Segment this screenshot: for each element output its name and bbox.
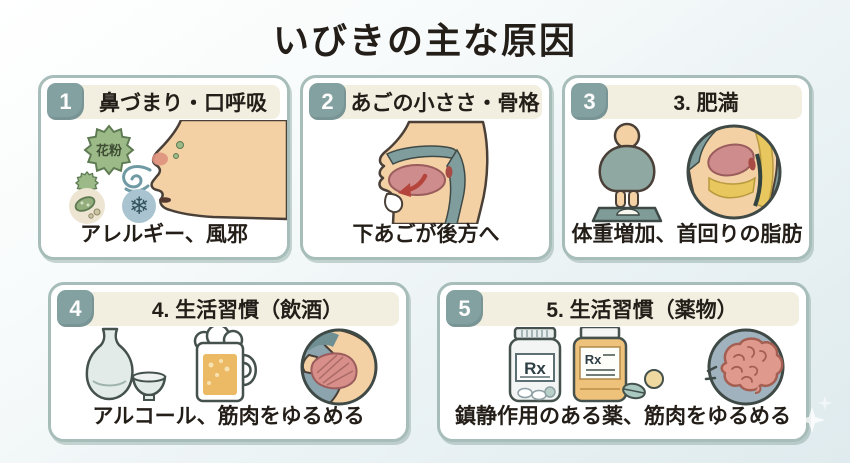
- backward-arrow-icon: [398, 173, 428, 197]
- card1-title: 鼻づまり・口呼吸: [99, 92, 267, 115]
- card2-illustration: [378, 120, 489, 224]
- jaw-cross-section-icon: [378, 120, 489, 224]
- beer-mug-icon: [193, 327, 257, 403]
- card-small-jaw: 2 あごの小ささ・骨格 下あごが後方へ: [300, 75, 552, 260]
- card4-caption: アルコール、筋肉をゆるめる: [92, 405, 365, 428]
- card-obesity: 3 3. 肥満: [562, 75, 812, 260]
- card4-title: 4. 生活習慣（飲酒）: [151, 299, 344, 322]
- pollen-icon: 花粉: [85, 126, 133, 174]
- card4-illustration: [85, 327, 378, 406]
- pill-bottle-icon: Rx: [508, 327, 562, 403]
- card1-header: 1 鼻づまり・口呼吸: [47, 83, 280, 120]
- pollen-label: 花粉: [96, 143, 122, 158]
- neck-fat-cross-section-icon: [686, 124, 782, 220]
- overweight-person-icon: [598, 122, 656, 208]
- card3-title: 3. 肥満: [673, 92, 739, 115]
- sedation-marks-icon: [704, 365, 718, 381]
- card5-illustration: Rx Rx: [508, 327, 785, 406]
- card3-illustration: [591, 122, 782, 223]
- face-profile-icon: [150, 120, 287, 221]
- card3-caption: 体重増加、首回りの脂肪: [571, 223, 803, 246]
- card5-title: 5. 生活習慣（薬物）: [546, 299, 738, 322]
- card-nasal-congestion: 1 鼻づまり・口呼吸 花粉: [38, 75, 290, 260]
- rx-label-1: Rx: [524, 359, 546, 378]
- card-lifestyle-alcohol: 4 4. 生活習慣（飲酒）: [48, 282, 409, 442]
- relaxed-throat-icon: [300, 328, 378, 406]
- amber-pill-bottle-icon: Rx: [572, 327, 628, 403]
- snowflake-icon: ❄: [122, 189, 156, 223]
- card-lifestyle-medication: 5 5. 生活習慣（薬物） Rx Rx: [437, 282, 809, 442]
- card5-caption: 鎮静作用のある薬、筋肉をゆるめる: [455, 405, 791, 428]
- pills-icon: [622, 369, 664, 400]
- rx-label-2: Rx: [585, 352, 602, 367]
- page-title: いびきの主な原因: [272, 20, 577, 61]
- card1-number-badge: 1: [47, 83, 84, 120]
- brain-icon: [707, 328, 785, 406]
- card2-header: 2 あごの小ささ・骨格: [309, 83, 542, 120]
- card4-header: 4 4. 生活習慣（飲酒）: [57, 290, 399, 327]
- sparkle-decoration: [818, 396, 832, 410]
- scale-icon: [591, 206, 663, 223]
- pollen-dot: [176, 141, 184, 149]
- card5-number-badge: 5: [446, 290, 483, 327]
- sake-bottle-icon: [85, 327, 134, 401]
- card5-header: 5 5. 生活習慣（薬物）: [446, 290, 799, 327]
- card3-header: 3 3. 肥満: [571, 83, 802, 120]
- card3-number-badge: 3: [571, 83, 608, 120]
- card1-illustration: 花粉 ❄: [69, 120, 287, 224]
- sake-cup-icon: [131, 371, 167, 401]
- card2-title: あごの小ささ・骨格: [350, 92, 540, 115]
- card1-caption: アレルギー、風邪: [80, 223, 248, 246]
- card2-caption: 下あごが後方へ: [352, 223, 500, 246]
- card2-number-badge: 2: [309, 83, 346, 120]
- card4-number-badge: 4: [57, 290, 94, 327]
- bacteria-icon: [69, 188, 105, 224]
- pollen-dot: [173, 153, 179, 159]
- breath-swirl-icon: [122, 165, 152, 193]
- svg-text:❄: ❄: [129, 193, 149, 220]
